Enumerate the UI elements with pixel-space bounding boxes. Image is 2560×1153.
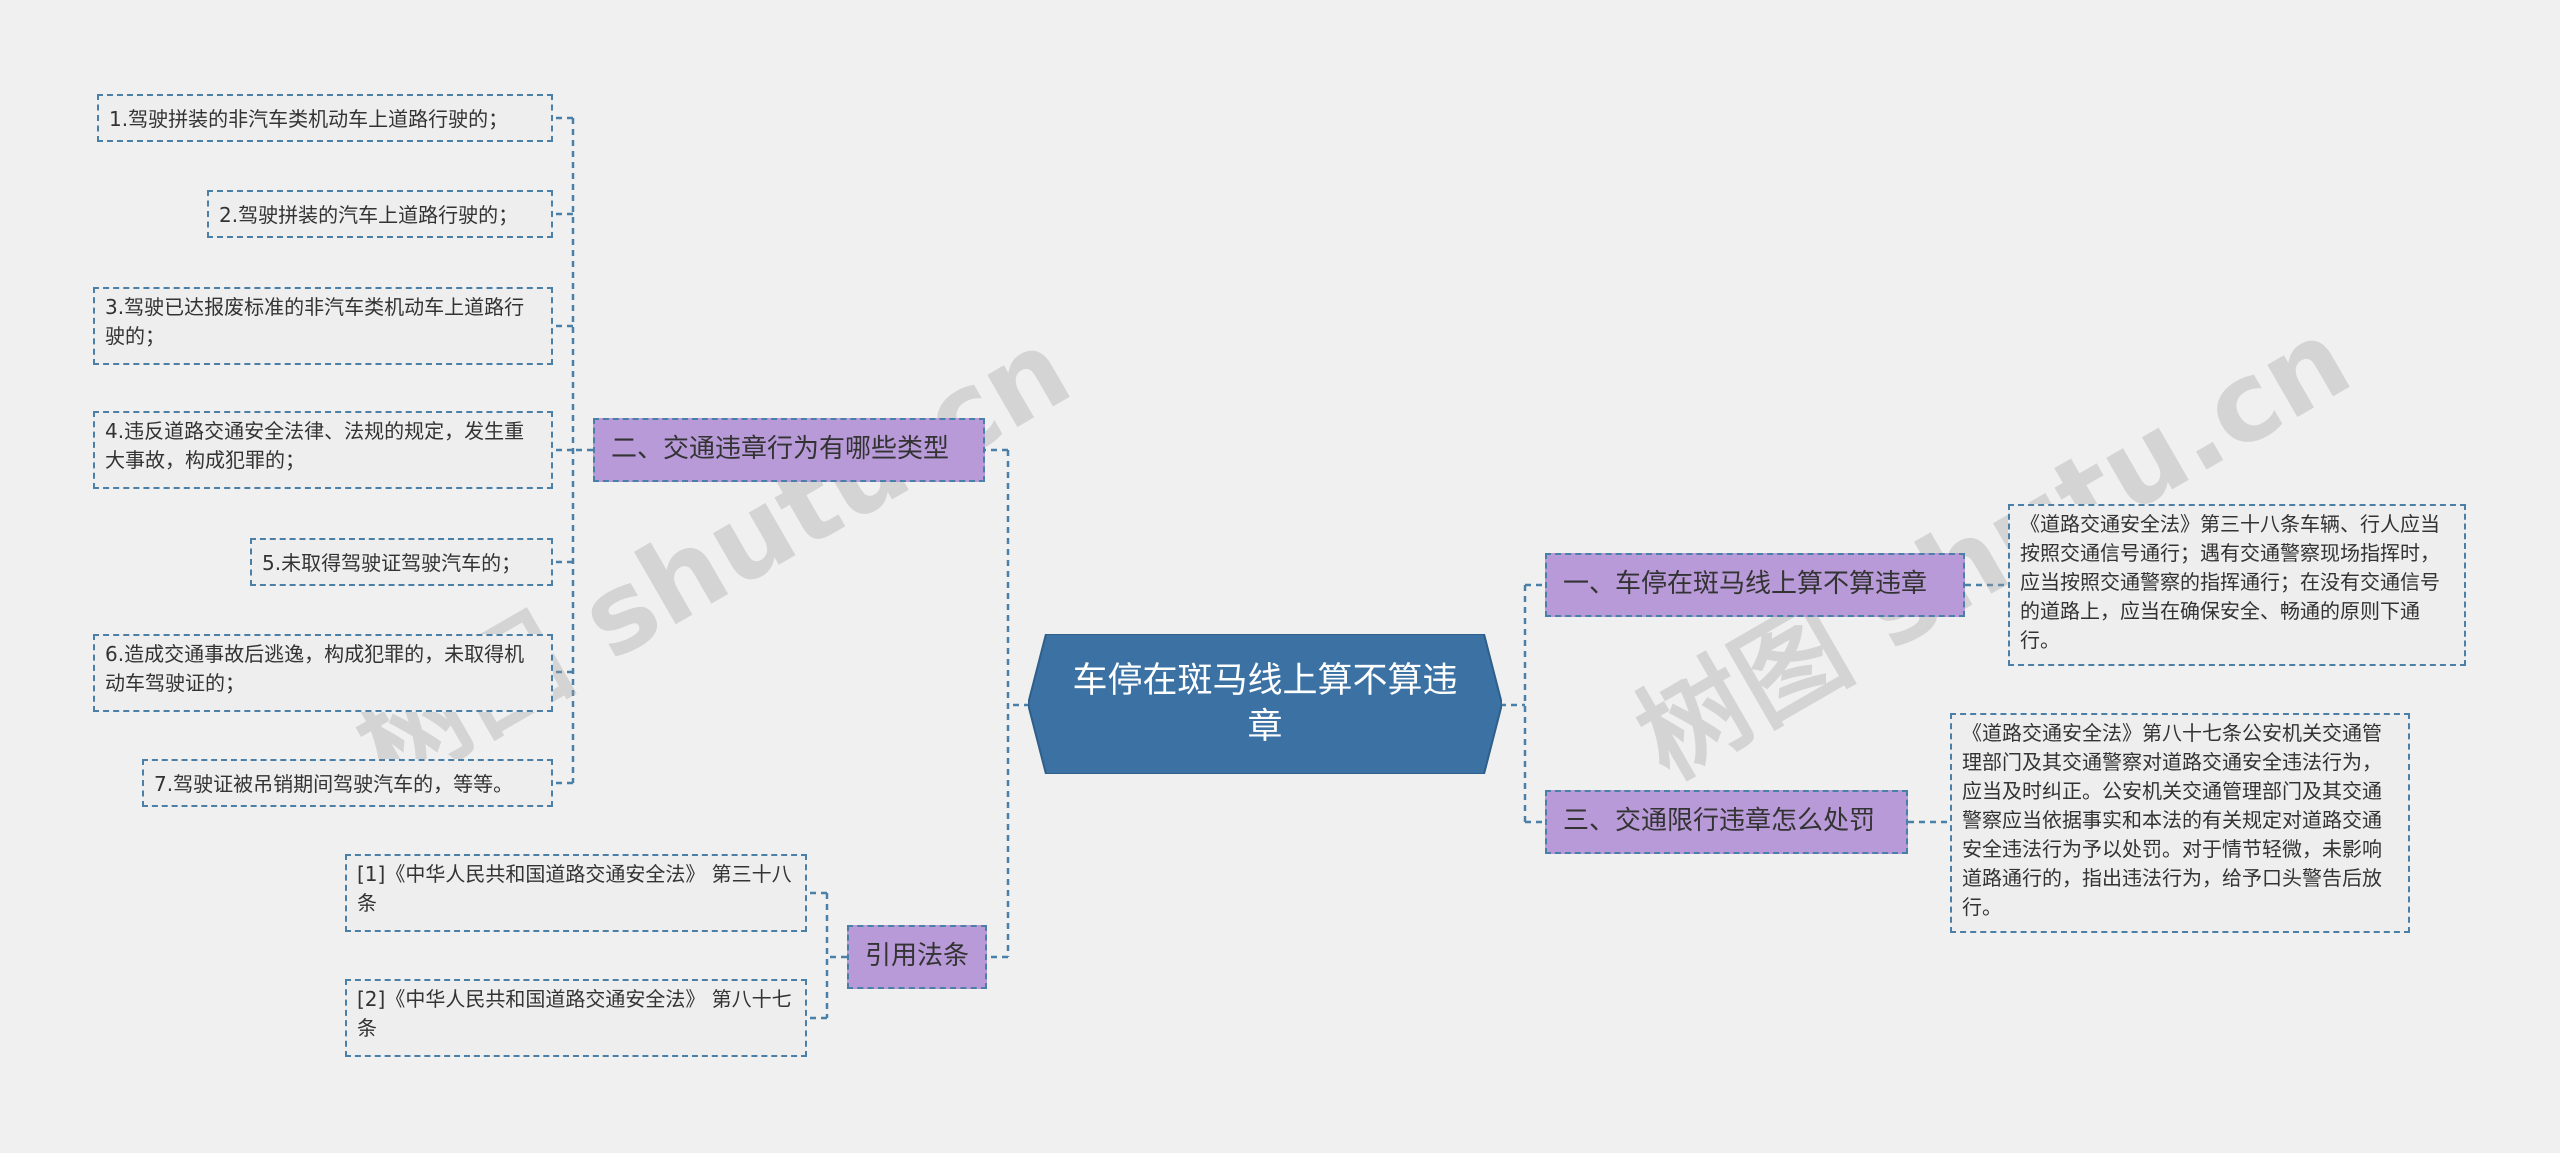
leaf-law-2[interactable]: [2]《中华人民共和国道路交通安全法》 第八十七条 [345, 979, 807, 1057]
leaf-text: 7.驾驶证被吊销期间驾驶汽车的，等等。 [154, 772, 514, 796]
leaf-penalty-detail[interactable]: 《道路交通安全法》第八十七条公安机关交通管理部门及其交通警察对道路交通安全违法行… [1950, 713, 2410, 933]
branch-label: 引用法条 [865, 941, 970, 971]
leaf-text: [1]《中华人民共和国道路交通安全法》 第三十八条 [357, 862, 792, 915]
leaf-type-2[interactable]: 2.驾驶拼装的汽车上道路行驶的； [207, 190, 553, 238]
leaf-zebra-detail[interactable]: 《道路交通安全法》第三十八条车辆、行人应当按照交通信号通行；遇有交通警察现场指挥… [2008, 504, 2466, 666]
branch-label: 一、车停在斑马线上算不算违章 [1563, 569, 1928, 599]
root-shape [1028, 634, 1502, 774]
leaf-text: 1.驾驶拼装的非汽车类机动车上道路行驶的； [109, 107, 509, 131]
root-title: 车停在斑马线上算不算违章 [1072, 661, 1458, 747]
branch-label: 三、交通限行违章怎么处罚 [1563, 806, 1876, 836]
leaf-text: 3.驾驶已达报废标准的非汽车类机动车上道路行驶的； [105, 295, 525, 348]
leaf-text: 2.驾驶拼装的汽车上道路行驶的； [219, 203, 519, 227]
leaf-type-3[interactable]: 3.驾驶已达报废标准的非汽车类机动车上道路行驶的； [93, 287, 553, 365]
branch-restriction-penalty[interactable]: 三、交通限行违章怎么处罚 [1545, 790, 1908, 854]
leaf-type-1[interactable]: 1.驾驶拼装的非汽车类机动车上道路行驶的； [97, 94, 553, 142]
leaf-text: 6.造成交通事故后逃逸，构成犯罪的，未取得机动车驾驶证的； [105, 642, 525, 695]
leaf-type-5[interactable]: 5.未取得驾驶证驾驶汽车的； [250, 538, 553, 586]
leaf-text: 《道路交通安全法》第八十七条公安机关交通管理部门及其交通警察对道路交通安全违法行… [1962, 721, 2382, 919]
leaf-type-6[interactable]: 6.造成交通事故后逃逸，构成犯罪的，未取得机动车驾驶证的； [93, 634, 553, 712]
leaf-text: [2]《中华人民共和国道路交通安全法》 第八十七条 [357, 987, 792, 1040]
branch-cited-laws[interactable]: 引用法条 [847, 925, 987, 989]
leaf-text: 《道路交通安全法》第三十八条车辆、行人应当按照交通信号通行；遇有交通警察现场指挥… [2020, 512, 2440, 652]
branch-violation-types[interactable]: 二、交通违章行为有哪些类型 [593, 418, 985, 482]
leaf-type-4[interactable]: 4.违反道路交通安全法律、法规的规定，发生重大事故，构成犯罪的； [93, 411, 553, 489]
leaf-law-1[interactable]: [1]《中华人民共和国道路交通安全法》 第三十八条 [345, 854, 807, 932]
leaf-text: 5.未取得驾驶证驾驶汽车的； [262, 551, 522, 575]
branch-zebra-crossing[interactable]: 一、车停在斑马线上算不算违章 [1545, 553, 1965, 617]
root-node[interactable]: 车停在斑马线上算不算违章 [1028, 634, 1502, 774]
leaf-text: 4.违反道路交通安全法律、法规的规定，发生重大事故，构成犯罪的； [105, 419, 525, 472]
branch-label: 二、交通违章行为有哪些类型 [611, 434, 950, 464]
leaf-type-7[interactable]: 7.驾驶证被吊销期间驾驶汽车的，等等。 [142, 759, 553, 807]
